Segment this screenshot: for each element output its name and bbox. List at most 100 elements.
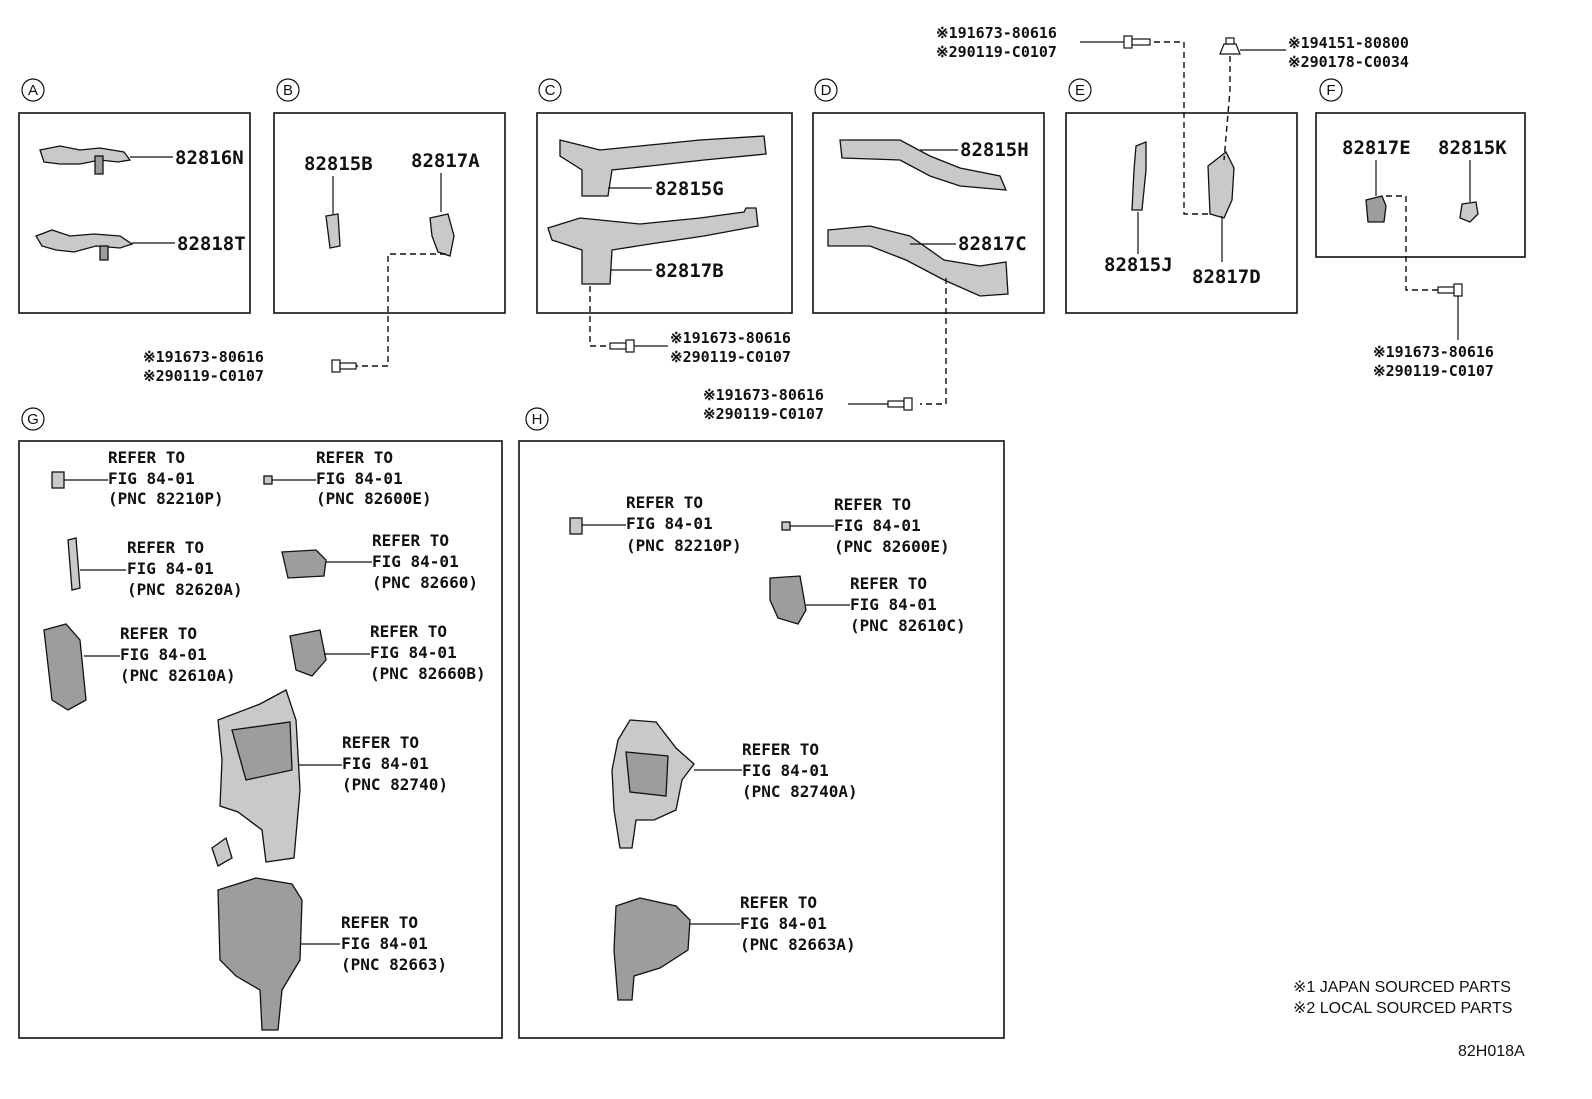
part-82663-drawing (217, 877, 303, 1031)
fastener-code: ※191673-80616 (143, 348, 264, 366)
fastener-code: ※290119-C0107 (936, 43, 1057, 61)
part-82815j-drawing (1131, 141, 1147, 211)
section-frame-a (18, 112, 251, 314)
refer-label: REFER TO (370, 622, 447, 641)
note-japan-sourced: ※1 JAPAN SOURCED PARTS (1293, 979, 1511, 996)
refer-label: REFER TO (342, 733, 419, 752)
nut-icon (1219, 37, 1241, 55)
bolt-icon (1123, 35, 1151, 49)
part-number-82817b: 82817B (655, 260, 724, 282)
part-number-82815j: 82815J (1104, 254, 1173, 276)
pnc-reference: (PNC 82620A) (127, 580, 243, 599)
part-number-82815h: 82815H (960, 139, 1029, 161)
part-number-82817e: 82817E (1342, 137, 1411, 159)
figure-reference: FIG 84-01 (834, 516, 921, 535)
section-marker-e: E (1068, 78, 1092, 102)
figure-reference: FIG 84-01 (626, 514, 713, 533)
section-frame-d (812, 112, 1045, 314)
part-number-82815k: 82815K (1438, 137, 1507, 159)
figure-reference: FIG 84-01 (108, 469, 195, 488)
figure-reference: FIG 84-01 (342, 754, 429, 773)
refer-label: REFER TO (372, 531, 449, 550)
part-number-82818t: 82818T (177, 233, 246, 255)
section-marker-f: F (1319, 78, 1343, 102)
section-frame-g (18, 440, 503, 1039)
part-82660-drawing (281, 549, 327, 579)
fastener-code: ※191673-80616 (703, 386, 824, 404)
bolt-icon (331, 359, 357, 373)
part-number-82817a: 82817A (411, 150, 480, 172)
part-number-82816n: 82816N (175, 147, 244, 169)
refer-label: REFER TO (850, 574, 927, 593)
pnc-reference: (PNC 82660B) (370, 664, 486, 683)
part-82610a-drawing (43, 623, 87, 711)
section-marker-h: H (525, 407, 549, 431)
bolt-icon (1437, 283, 1463, 297)
figure-reference: FIG 84-01 (370, 643, 457, 662)
svg-text:E: E (1075, 82, 1085, 99)
refer-label: REFER TO (316, 448, 393, 467)
figure-reference: FIG 84-01 (341, 934, 428, 953)
part-82660b-drawing (289, 629, 327, 677)
part-82815b-drawing (325, 213, 341, 249)
part-82818t-drawing (35, 229, 134, 261)
refer-label: REFER TO (834, 495, 911, 514)
svg-text:C: C (545, 82, 556, 99)
part-82815g-drawing (559, 135, 767, 197)
part-number-82817d: 82817D (1192, 266, 1261, 288)
svg-text:H: H (532, 411, 543, 428)
part-82817b-drawing (547, 207, 759, 285)
part-82815h-drawing (839, 139, 1008, 191)
refer-label: REFER TO (108, 448, 185, 467)
fastener-code: ※290119-C0107 (703, 405, 824, 423)
part-number-82815b: 82815B (304, 153, 373, 175)
pnc-reference: (PNC 82610A) (120, 666, 236, 685)
pnc-reference: (PNC 82740) (342, 775, 448, 794)
svg-text:F: F (1326, 82, 1335, 99)
part-82600e-drawing (263, 475, 273, 485)
fastener-code: ※191673-80616 (936, 24, 1057, 42)
figure-reference: FIG 84-01 (740, 914, 827, 933)
section-marker-g: G (21, 407, 45, 431)
pnc-reference: (PNC 82600E) (316, 489, 432, 508)
part-82610c-drawing (769, 575, 807, 625)
svg-text:G: G (27, 411, 39, 428)
part-82817c-drawing (827, 225, 1009, 297)
section-marker-d: D (814, 78, 838, 102)
part-82210p-drawing (569, 517, 583, 535)
figure-reference: FIG 84-01 (850, 595, 937, 614)
bolt-icon (887, 397, 913, 411)
section-frame-c (536, 112, 793, 314)
part-82815k-drawing (1459, 201, 1479, 223)
note-local-sourced: ※2 LOCAL SOURCED PARTS (1293, 1000, 1512, 1017)
part-number-82815g: 82815G (655, 178, 724, 200)
figure-reference: FIG 84-01 (120, 645, 207, 664)
pnc-reference: (PNC 82663) (341, 955, 447, 974)
part-82816n-drawing (39, 145, 132, 175)
refer-label: REFER TO (626, 493, 703, 512)
section-marker-a: A (21, 78, 45, 102)
part-82663a-drawing (613, 897, 691, 1001)
figure-reference: FIG 84-01 (372, 552, 459, 571)
pnc-reference: (PNC 82210P) (626, 536, 742, 555)
fastener-code: ※194151-80800 (1288, 34, 1409, 52)
refer-label: REFER TO (341, 913, 418, 932)
part-82817a-drawing (429, 213, 455, 257)
bolt-icon (609, 339, 635, 353)
section-frame-e (1065, 112, 1298, 314)
part-82620a-drawing (67, 537, 81, 591)
diagram-code: 82H018A (1458, 1043, 1525, 1060)
pnc-reference: (PNC 82600E) (834, 537, 950, 556)
fastener-code: ※290119-C0107 (1373, 362, 1494, 380)
fastener-code: ※290119-C0107 (670, 348, 791, 366)
svg-text:B: B (283, 82, 293, 99)
section-frame-h (518, 440, 1005, 1039)
part-number-82817c: 82817C (958, 233, 1027, 255)
fastener-code: ※191673-80616 (1373, 343, 1494, 361)
refer-label: REFER TO (127, 538, 204, 557)
pnc-reference: (PNC 82210P) (108, 489, 224, 508)
refer-label: REFER TO (742, 740, 819, 759)
svg-text:D: D (821, 82, 832, 99)
fastener-code: ※290178-C0034 (1288, 53, 1409, 71)
